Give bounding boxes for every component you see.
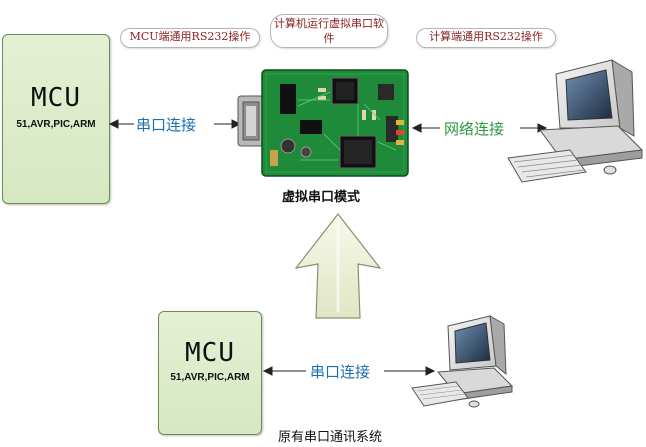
bottom-serial-arrow — [262, 366, 436, 376]
bottom-mcu-title: MCU — [185, 338, 235, 368]
network-arrow — [411, 123, 548, 133]
top-computer-icon — [507, 59, 644, 183]
bottom-serial-link-label: 串口连接 — [310, 363, 371, 381]
original-serial-system-caption: 原有串口通讯系统 — [278, 430, 383, 445]
virtual-serial-mode-caption: 虚拟串口模式 — [282, 190, 361, 205]
upward-arrow — [294, 213, 382, 319]
bottom-computer-icon — [411, 315, 514, 408]
top-mcu-box: MCU 51,AVR,PIC,ARM — [2, 34, 110, 204]
pc-rs232-note: 计算端通用RS232操作 — [416, 28, 556, 48]
top-mcu-subtitle: 51,AVR,PIC,ARM — [16, 119, 96, 130]
top-serial-link-label: 串口连接 — [136, 116, 197, 134]
bottom-mcu-subtitle: 51,AVR,PIC,ARM — [170, 372, 250, 383]
mcu-rs232-note: MCU端通用RS232操作 — [120, 28, 260, 48]
pc-virtual-serial-note: 计算机运行虚拟串口软件 — [270, 14, 388, 48]
bottom-mcu-box: MCU 51,AVR,PIC,ARM — [158, 311, 262, 435]
top-serial-arrow — [108, 119, 242, 129]
network-link-label: 网络连接 — [444, 120, 505, 138]
serial-server-board — [237, 69, 409, 177]
top-mcu-title: MCU — [31, 83, 81, 113]
